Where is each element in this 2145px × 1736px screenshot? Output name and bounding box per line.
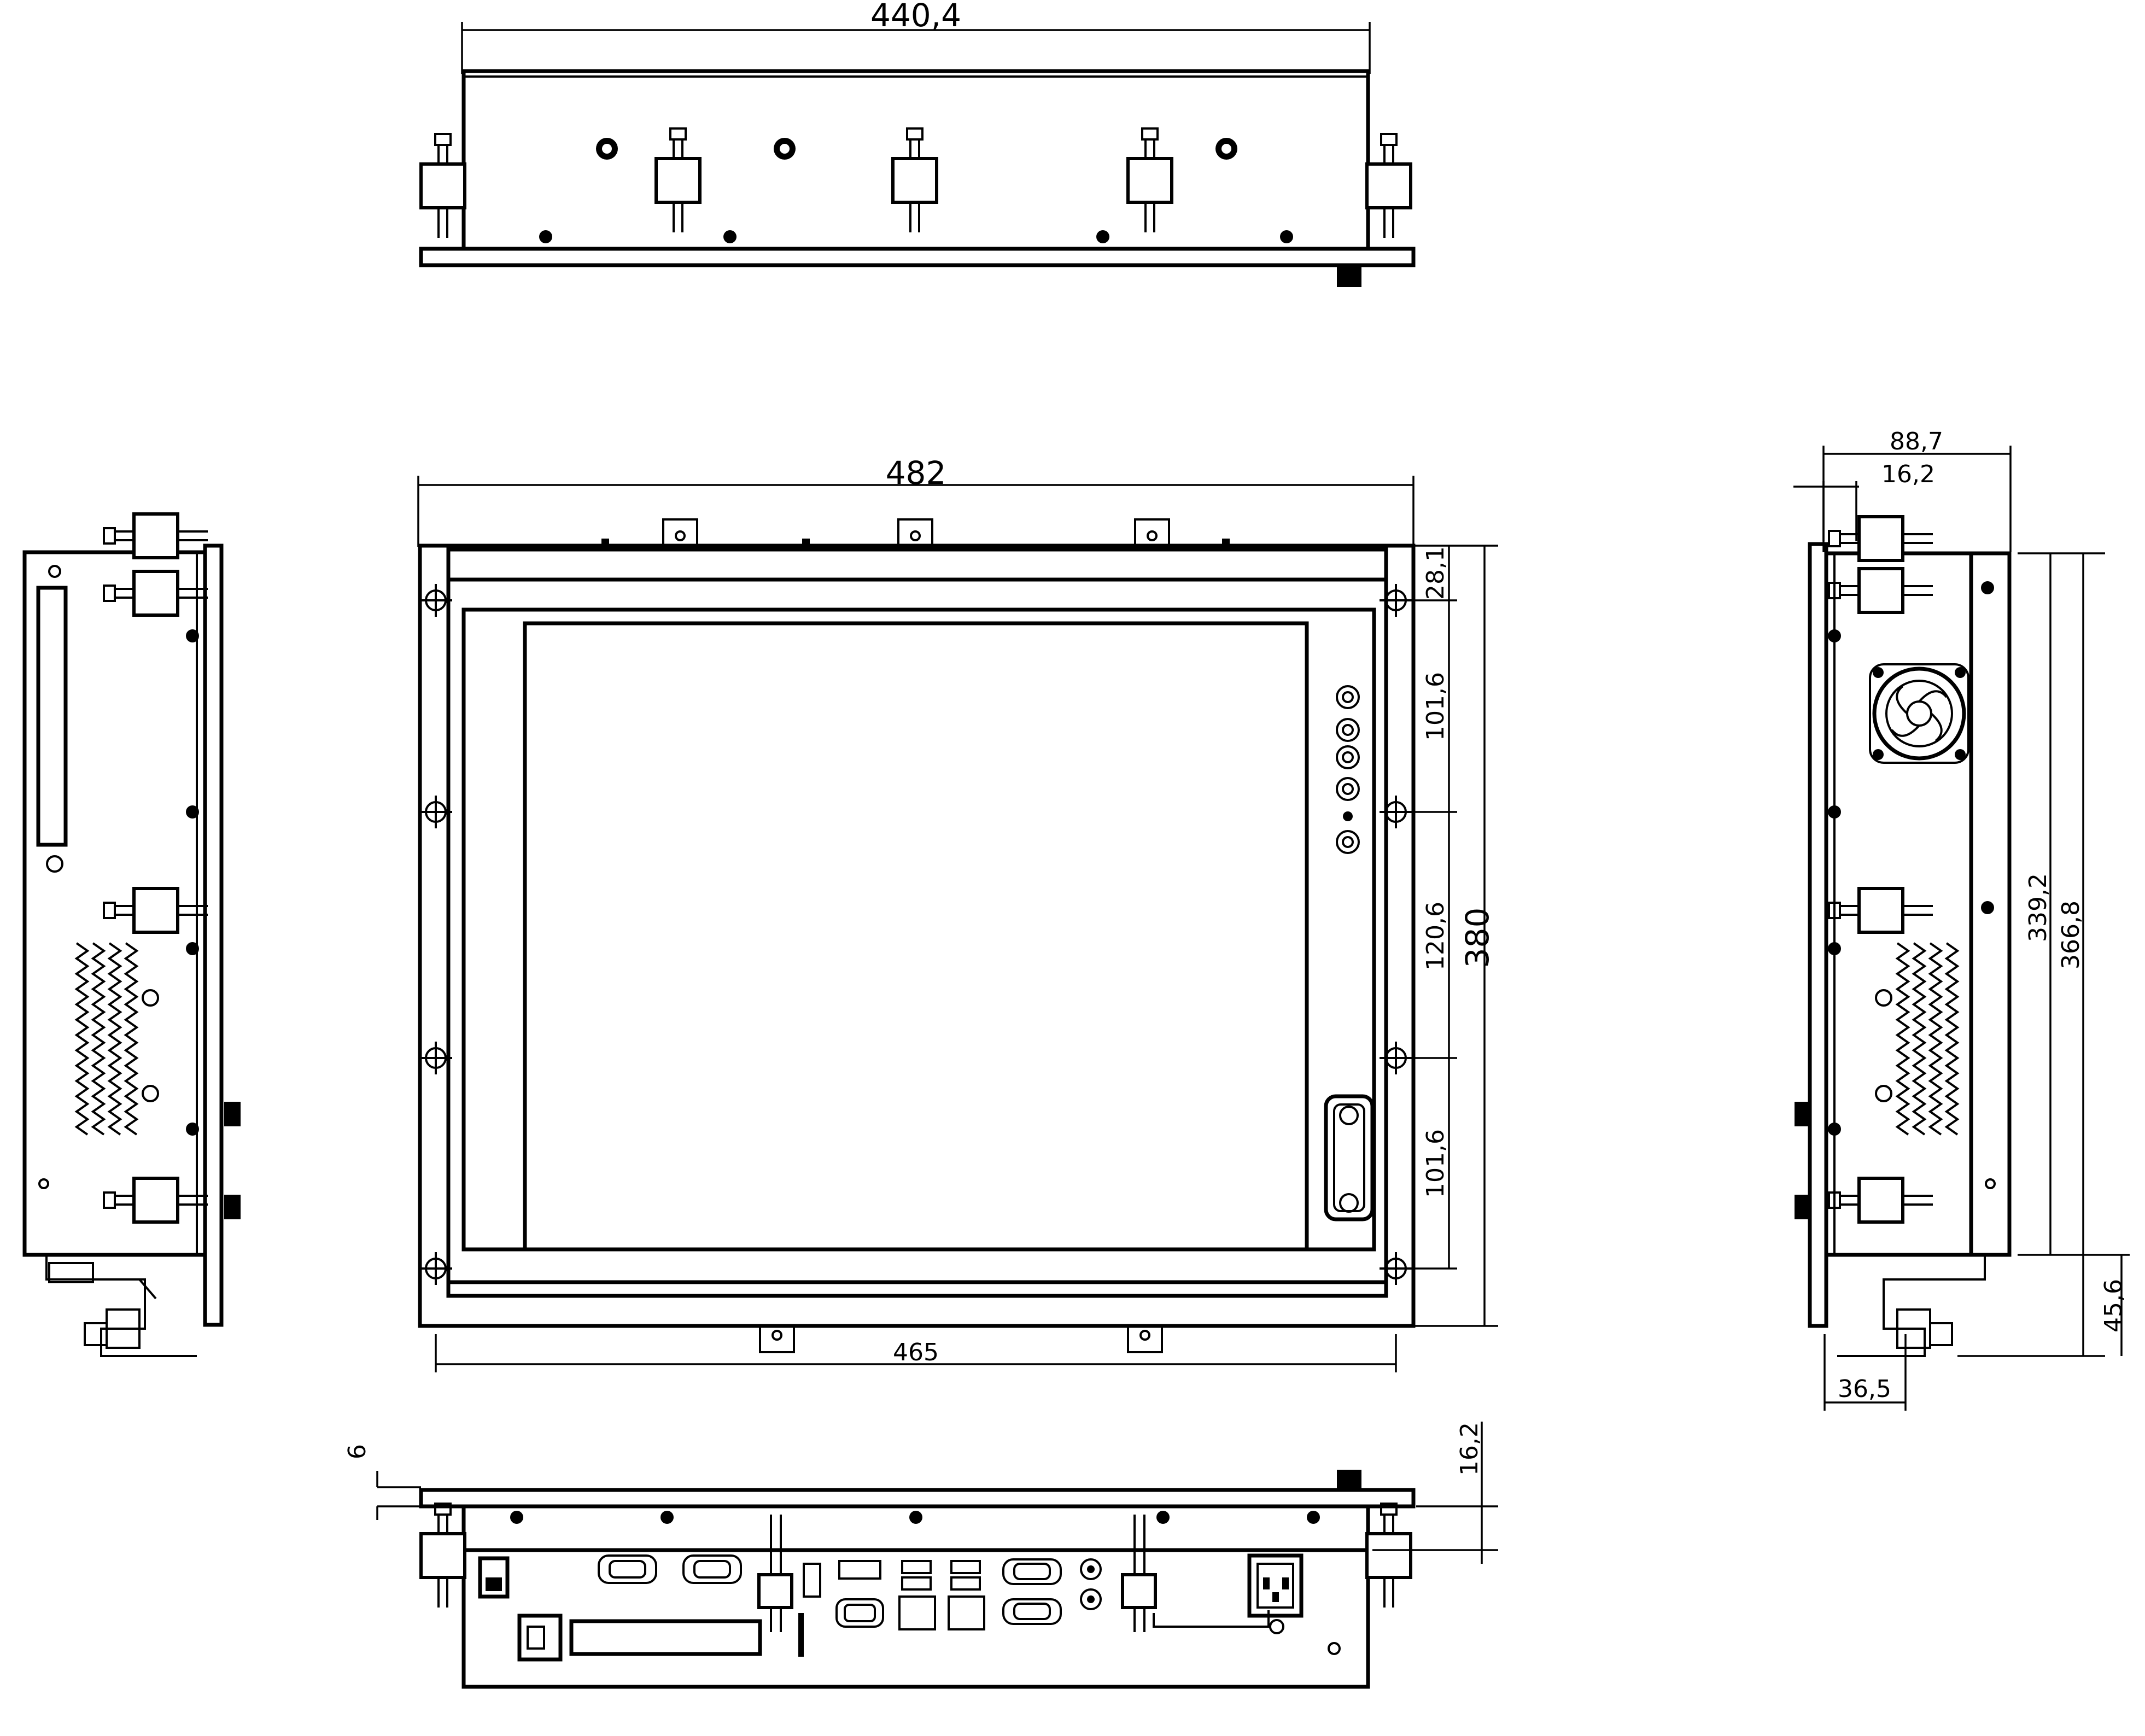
dim-front-height: 380 (1459, 908, 1496, 968)
left-side-view (22, 514, 241, 1357)
dim-side-bottom: 36,5 (1838, 1375, 1891, 1403)
dim-bottom-right: 16,2 (1456, 1422, 1483, 1476)
power-socket-icon (1247, 1553, 1304, 1634)
top-bezel-edge (419, 247, 1416, 267)
right-side-view: 88,7 16,2 (1793, 428, 2130, 1411)
hdmi-port-icon (803, 1563, 821, 1598)
vga-port-icon (835, 1598, 884, 1628)
dim-bottom-left: 6 (343, 1444, 371, 1459)
button-icon (1336, 718, 1360, 742)
usb-lan-ports (898, 1560, 985, 1630)
button-icon (1336, 745, 1360, 769)
front-view: 482 (417, 454, 1498, 1372)
displayport-icon (838, 1560, 881, 1580)
left-vent (75, 942, 138, 1136)
audio-jack-icon (1080, 1558, 1102, 1580)
dim-side-h2: 366,8 (2057, 901, 2085, 969)
top-view: 440,4 (419, 0, 1416, 287)
led-indicator-icon (1343, 811, 1353, 821)
right-vent (1896, 942, 1959, 1136)
dim-front-width: 482 (886, 454, 946, 492)
button-icon (1336, 777, 1360, 801)
dim-side-bracket: 45,6 (2100, 1279, 2128, 1332)
dim-side-h1: 339,2 (2024, 873, 2052, 942)
dim-side-flange: 16,2 (1881, 460, 1935, 488)
power-switch (478, 1556, 510, 1599)
fan-icon (1869, 663, 1969, 764)
button-icon (1336, 830, 1360, 854)
left-slot (36, 586, 68, 847)
dim-right-h1: 28,1 (1422, 546, 1450, 600)
button-icon (1336, 685, 1360, 709)
top-clamp (656, 128, 700, 232)
bottom-bezel-edge (419, 1488, 1416, 1509)
dim-right-h3: 120,6 (1422, 902, 1450, 971)
display-area (523, 621, 1309, 1252)
dim-front-inner-width: 465 (893, 1338, 939, 1366)
terminal-block (517, 1614, 563, 1662)
dim-top-width: 440,4 (870, 0, 961, 34)
handle (1324, 1094, 1375, 1221)
bottom-housing (461, 1504, 1370, 1689)
screen-frame (461, 607, 1376, 1252)
osd-buttons (1336, 685, 1360, 854)
com-port-icon (598, 1554, 742, 1584)
dim-right-h2: 101,6 (1422, 672, 1450, 741)
front-bezel (418, 543, 1416, 1328)
expansion-slot (569, 1619, 762, 1656)
bottom-view: 6 16,2 (343, 1422, 1498, 1689)
dim-right-h4: 101,6 (1422, 1129, 1450, 1198)
dim-side-depth: 88,7 (1890, 428, 1943, 455)
